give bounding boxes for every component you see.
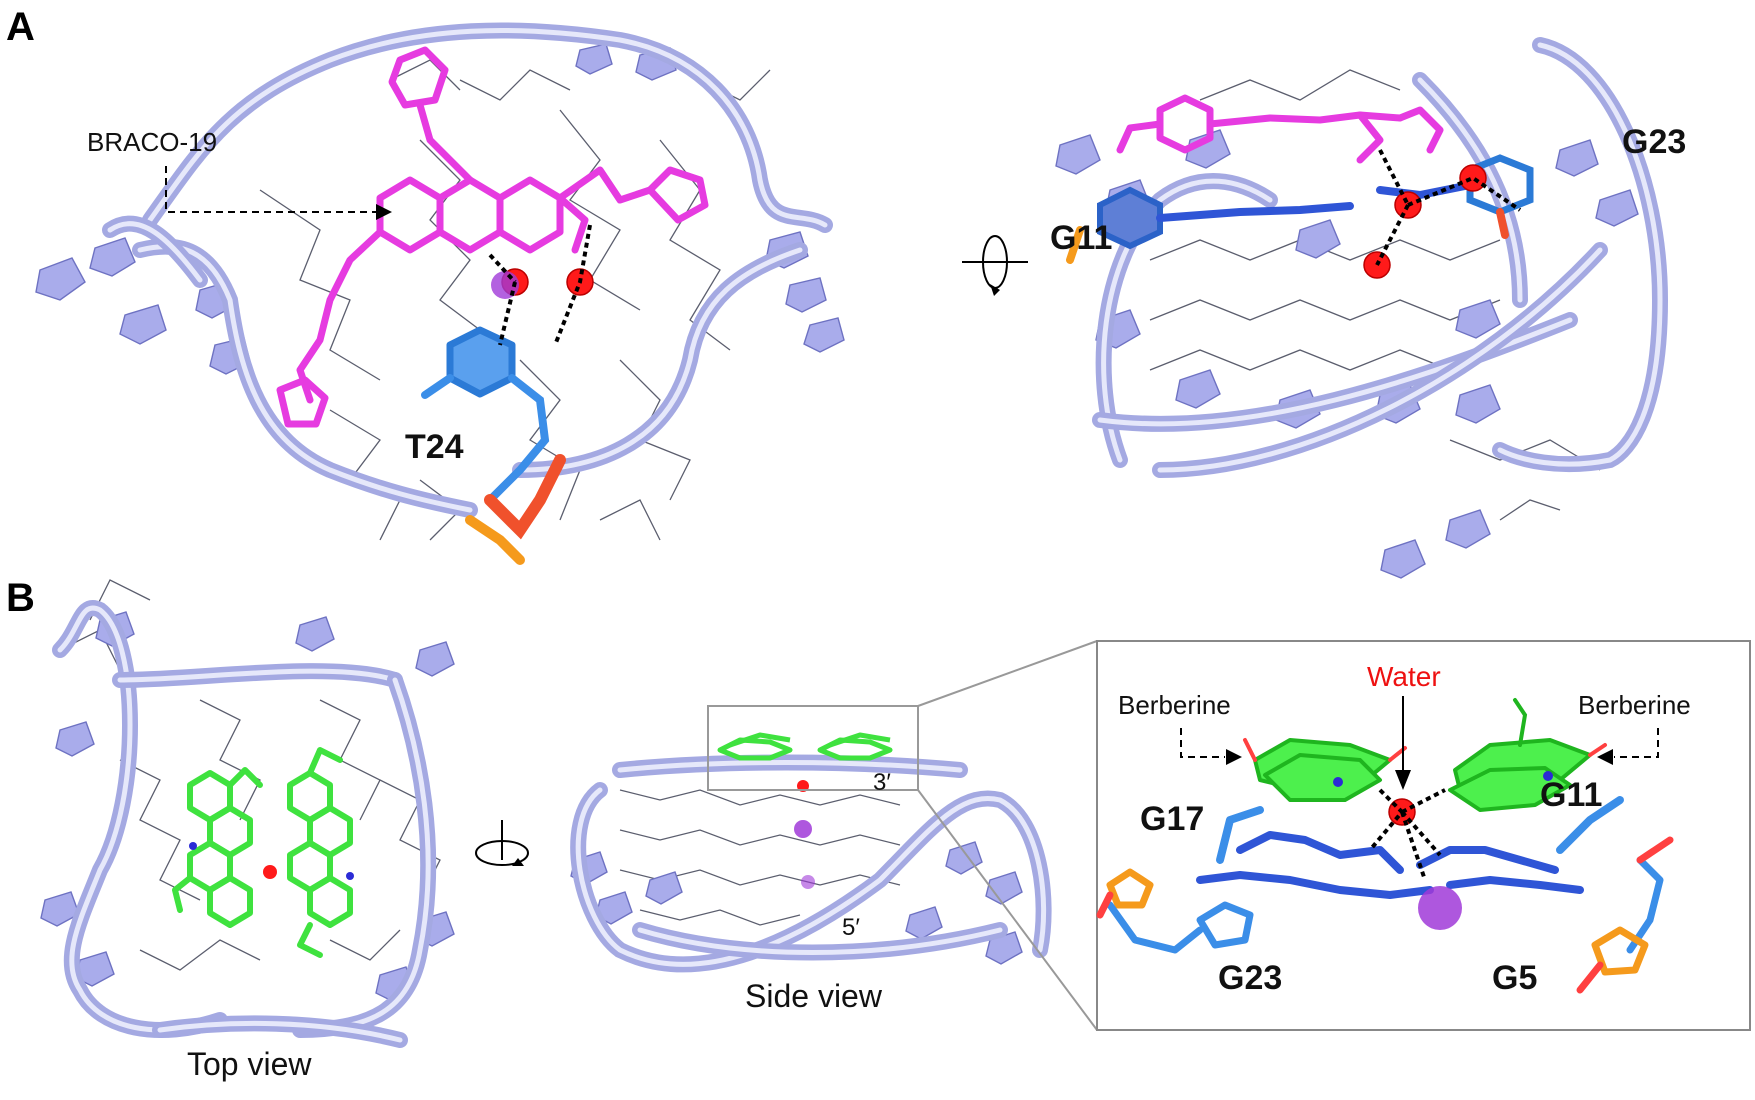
rotate-icon [962, 235, 1028, 296]
hydrogen-bond [1407, 175, 1522, 212]
hydrogen-bond [1378, 149, 1410, 206]
panel-b-top-view-structure: Top view [40, 579, 455, 1082]
braco19-label: BRACO-19 [87, 127, 217, 157]
hydrogen-bond [553, 224, 592, 346]
hydrogen-bond [1401, 788, 1446, 814]
top-view-label: Top view [187, 1046, 312, 1082]
hydrogen-bond [488, 253, 517, 284]
water-molecule [263, 865, 277, 879]
berberine-right-label: Berberine [1578, 690, 1691, 720]
hydrogen-bond [1400, 810, 1442, 857]
berberine-ligand [172, 747, 353, 958]
dna-wireframe [619, 789, 901, 926]
residue-g23-label: G23 [1622, 123, 1686, 161]
nitrogen-atom [346, 872, 354, 880]
panel-a: A [6, 5, 1686, 579]
panel-b-side-view-structure: 3′ 5′ Side view [570, 705, 1052, 1014]
water-label: Water [1367, 661, 1441, 692]
rotate-icon [475, 820, 529, 866]
five-prime-label: 5′ [842, 914, 860, 941]
potassium-ion [794, 820, 812, 838]
hydrogen-bond [1375, 204, 1410, 266]
berberine-left-label: Berberine [1118, 690, 1231, 720]
braco19-ligand [276, 46, 709, 428]
berberine-left-pointer [1180, 728, 1225, 758]
braco19-pointer-line [165, 166, 378, 213]
residue-t24-label: T24 [405, 428, 464, 466]
panel-a-letter: A [6, 5, 35, 49]
berberine-substituents [1243, 698, 1607, 787]
residue-g17-label: G17 [1140, 800, 1204, 838]
zoom-box [707, 705, 919, 791]
dna-ribbon [52, 600, 437, 1048]
panel-b-inset: Water Berberine Berberine G17 G11 G23 G5 [1096, 640, 1751, 1031]
hydrogen-bond [498, 281, 517, 346]
zoom-connector-line [917, 640, 1098, 707]
arrowhead-icon [1395, 770, 1411, 790]
zoom-connector-line [917, 789, 1098, 1031]
arrowhead-icon [1226, 749, 1242, 765]
dna-ribbon [102, 22, 833, 518]
residue-g5-label: G5 [1492, 959, 1537, 997]
nitrogen-atom [189, 842, 197, 850]
berberine-right-pointer [1614, 728, 1659, 758]
braco19-ligand [1116, 94, 1444, 164]
residue-g23-label: G23 [1218, 959, 1282, 997]
berberine-ligand [717, 732, 893, 761]
panel-b-letter: B [6, 576, 35, 620]
arrowhead-icon [376, 204, 392, 220]
side-view-label: Side view [745, 978, 883, 1014]
dna-ribbon [570, 754, 1052, 973]
three-prime-label: 3′ [873, 769, 891, 796]
t24-nucleotide [421, 326, 566, 565]
residue-g11-label: G11 [1050, 219, 1112, 257]
hydrogen-bond [1400, 811, 1427, 881]
potassium-ion [1418, 886, 1462, 930]
arrowhead-icon [1597, 749, 1613, 765]
residue-g11-label: G11 [1540, 776, 1602, 814]
berberine-ligand [1253, 738, 1592, 812]
panel-a-left-structure: BRACO-19 T24 [35, 22, 845, 565]
panel-b: B [6, 576, 1751, 1082]
guanine-nucleotides [1066, 154, 1534, 264]
panel-a-right-structure: G11 G23 [1050, 37, 1686, 579]
potassium-ion [801, 875, 815, 889]
sugar-phosphate-backbone [1096, 836, 1674, 994]
water-molecule [1459, 164, 1487, 192]
